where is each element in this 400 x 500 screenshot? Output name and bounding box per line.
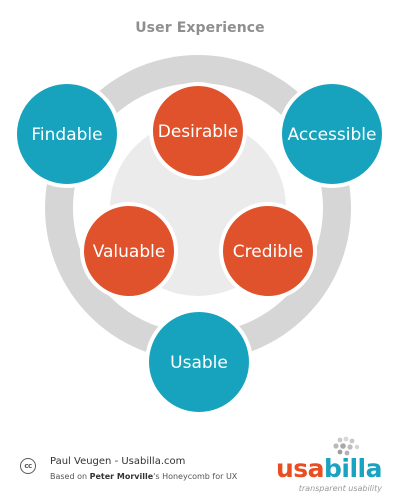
- desirable-circle: [149, 82, 247, 180]
- credits: cc Paul Veugen - Usabilla.com Based on P…: [18, 456, 248, 492]
- credit-basis: Based on Peter Morville's Honeycomb for …: [50, 472, 237, 481]
- findable-circle: [13, 80, 121, 188]
- credible-label: Credible: [233, 242, 303, 262]
- findable-label: Findable: [31, 125, 102, 145]
- node-usable: Usable: [145, 308, 253, 416]
- node-accessible: Accessible: [278, 80, 386, 188]
- node-valuable: Valuable: [80, 202, 178, 300]
- node-desirable: Desirable: [149, 82, 247, 180]
- logo-wordmark: usabilla: [270, 454, 383, 483]
- credit-basis-prefix: Based on: [50, 472, 90, 481]
- logo-tagline: transparent usability: [298, 484, 382, 493]
- accessible-label: Accessible: [288, 125, 377, 145]
- valuable-label: Valuable: [93, 242, 166, 262]
- credit-author: Paul Veugen - Usabilla.com: [50, 456, 186, 467]
- credit-basis-name: Peter Morville: [89, 472, 154, 481]
- node-findable: Findable: [13, 80, 121, 188]
- honeycomb-diagram: Desirable Valuable Credible Findable Acc…: [13, 55, 386, 416]
- usable-circle: [145, 308, 253, 416]
- diagram-title: User Experience: [135, 20, 265, 36]
- creative-commons-icon: cc: [20, 458, 36, 474]
- desirable-label: Desirable: [158, 122, 239, 142]
- logo-word-part2: billa: [324, 454, 382, 483]
- node-credible: Credible: [219, 202, 317, 300]
- logo-word-part1: usa: [275, 454, 325, 483]
- credit-basis-suffix: 's Honeycomb for UX: [153, 472, 238, 481]
- usabilla-logo: usabilla transparent usability: [270, 436, 390, 496]
- logo-dots-icon: [333, 436, 360, 456]
- valuable-circle: [80, 202, 178, 300]
- credible-circle: [219, 202, 317, 300]
- usable-label: Usable: [170, 353, 228, 373]
- accessible-circle: [278, 80, 386, 188]
